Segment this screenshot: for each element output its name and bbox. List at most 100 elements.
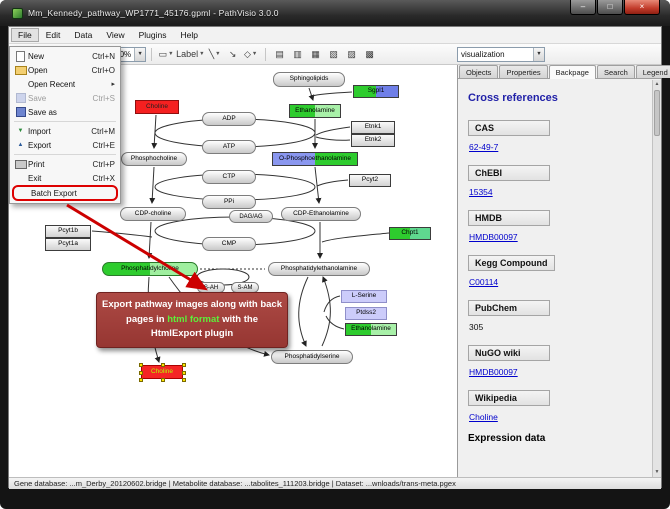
arrow-tool[interactable]: ↘: [224, 46, 242, 62]
pathway-node-l-serine[interactable]: L-Serine: [341, 290, 387, 303]
pathway-node-etnk1[interactable]: Etnk1: [351, 121, 395, 134]
selection-handle[interactable]: [182, 371, 186, 375]
backpage-section-header: ChEBI: [468, 165, 550, 181]
arrow-tool-icon: ↘: [228, 48, 237, 59]
tab-search[interactable]: Search: [596, 65, 635, 78]
tab-properties[interactable]: Properties: [499, 65, 548, 78]
scroll-down-icon[interactable]: ▼: [654, 469, 660, 475]
pathway-node-ethanolamine[interactable]: Ethanolamine: [289, 104, 341, 118]
backpage-link[interactable]: 62-49-7: [469, 142, 499, 152]
pathway-node-phosphatidylcholine[interactable]: Phosphatidylcholine: [102, 262, 198, 276]
pathway-node-pcyt1b[interactable]: Pcyt1b: [45, 225, 91, 238]
close-button[interactable]: ×: [624, 0, 660, 15]
pathway-node-ppi[interactable]: PPi: [202, 195, 256, 209]
backpage-link[interactable]: Choline: [469, 412, 498, 422]
align-center-vertical-button[interactable]: ▥: [289, 46, 307, 62]
menubar-item-help[interactable]: Help: [180, 30, 198, 40]
tab-legend[interactable]: Legend: [635, 65, 670, 78]
align-top-button[interactable]: ▧: [325, 46, 343, 62]
tab-backpage[interactable]: Backpage: [548, 65, 596, 79]
pathway-node-choline[interactable]: Choline: [139, 363, 186, 382]
backpage-scrollbar[interactable]: ▲ ▼: [652, 80, 661, 477]
menubar-item-file[interactable]: File: [11, 28, 39, 42]
stack-vertical-button[interactable]: ▨: [343, 46, 361, 62]
visualization-select[interactable]: visualization ▼: [457, 46, 545, 62]
pathway-node-chpt1[interactable]: Chpt1: [389, 227, 431, 240]
pathway-node-ethanolamine[interactable]: Ethanolamine: [345, 323, 397, 336]
pathway-node-dag-ag[interactable]: DAG/AG: [229, 210, 273, 223]
pathway-node-adp[interactable]: ADP: [202, 112, 256, 126]
shape-tool[interactable]: ◇▼: [242, 46, 260, 62]
selection-handle[interactable]: [182, 363, 186, 367]
chevron-down-icon: ▼: [168, 51, 174, 58]
selection-handle[interactable]: [161, 378, 165, 382]
title-bar[interactable]: Mm_Kennedy_pathway_WP1771_45176.gpml - P…: [0, 0, 670, 26]
backpage-link[interactable]: C00114: [469, 277, 499, 287]
pathway-node-sgpl1[interactable]: Sgpl1: [353, 85, 399, 98]
backpage-link[interactable]: HMDB00097: [469, 367, 518, 377]
import-icon: [13, 125, 28, 137]
menu-item-icon-empty: [13, 78, 28, 90]
new-file-icon2: [13, 50, 28, 62]
align-center-horizontal-button[interactable]: ▤: [271, 46, 289, 62]
gene-node-tool[interactable]: ▭▼: [157, 46, 175, 62]
menu-item-shortcut: Ctrl+X: [92, 173, 115, 183]
pathway-node-pcyt1a[interactable]: Pcyt1a: [45, 238, 91, 251]
pathway-node-cdp-ethanolamine[interactable]: CDP-Ethanolamine: [281, 207, 361, 221]
selection-handle[interactable]: [139, 371, 143, 375]
pathway-node-o-phosphoethanolamine[interactable]: O-Phosphoethanolamine: [272, 152, 358, 166]
pathway-node-cdp-choline[interactable]: CDP-choline: [120, 207, 186, 221]
selection-handle[interactable]: [182, 378, 186, 382]
menubar-item-edit[interactable]: Edit: [45, 30, 61, 40]
scroll-up-icon[interactable]: ▲: [654, 81, 660, 87]
pathway-node-pcyt2[interactable]: Pcyt2: [349, 174, 391, 187]
backpage-link[interactable]: HMDB00097: [469, 232, 518, 242]
menu-item-save-as[interactable]: Save as: [11, 105, 119, 119]
menu-item-label: New: [28, 51, 45, 61]
align-left-icon: ▦: [311, 48, 320, 59]
menu-item-batch-export[interactable]: Batch Export: [12, 185, 118, 201]
save-as-icon: [13, 106, 28, 118]
menu-item-new[interactable]: New Ctrl+N: [11, 49, 119, 63]
label-tool[interactable]: Label▼: [175, 46, 205, 62]
window-controls: –□×: [569, 0, 660, 15]
annotation-line2: pages in html format with the: [126, 313, 258, 325]
stack-horizontal-button[interactable]: ▩: [361, 46, 379, 62]
menu-item-shortcut: Ctrl+N: [92, 51, 115, 61]
pathway-node-phosphocholine[interactable]: Phosphocholine: [121, 152, 187, 166]
maximize-button[interactable]: □: [597, 0, 623, 15]
pathway-node-phosphatidylethanolamine[interactable]: Phosphatidylethanolamine: [268, 262, 370, 276]
pathway-node-sphingolipids[interactable]: Sphingolipids: [273, 72, 345, 87]
menubar-item-data[interactable]: Data: [74, 30, 93, 40]
toolbar: Zoom: 100% ▼ ▭▼Label▼╲▼↘◇▼ ▤▥▦▧▨▩ visual…: [9, 44, 661, 65]
menu-separator: [14, 154, 116, 155]
tab-objects[interactable]: Objects: [459, 65, 499, 78]
pathway-node-atp[interactable]: ATP: [202, 140, 256, 154]
minimize-button[interactable]: –: [570, 0, 596, 15]
menubar-item-plugins[interactable]: Plugins: [138, 30, 167, 40]
line-tool[interactable]: ╲▼: [206, 46, 224, 62]
pathway-node-ctp[interactable]: CTP: [202, 170, 256, 184]
scrollbar-thumb[interactable]: [654, 90, 660, 136]
annotation-highlight: html format: [167, 313, 220, 325]
selection-handle[interactable]: [139, 363, 143, 367]
save-icon2: [13, 92, 28, 104]
pathway-node-cmp[interactable]: CMP: [202, 237, 256, 251]
menu-item-open-recent[interactable]: Open Recent▸: [11, 77, 119, 91]
pathway-node-ptdss2[interactable]: Ptdss2: [345, 307, 387, 320]
pathway-node-phosphatidylserine[interactable]: Phosphatidylserine: [271, 350, 353, 364]
backpage-link[interactable]: 15354: [469, 187, 493, 197]
submenu-arrow-icon: ▸: [111, 81, 115, 88]
selection-handle[interactable]: [139, 378, 143, 382]
menubar-item-view[interactable]: View: [106, 30, 125, 40]
pathway-node-choline[interactable]: Choline: [135, 100, 179, 114]
align-left-button[interactable]: ▦: [307, 46, 325, 62]
pathway-node-etnk2[interactable]: Etnk2: [351, 134, 395, 147]
selection-handle[interactable]: [161, 363, 165, 367]
